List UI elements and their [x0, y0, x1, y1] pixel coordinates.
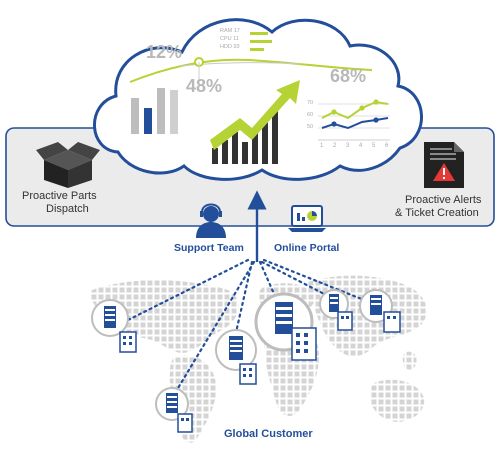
legend-label-hdd: HDD 93 [220, 44, 240, 50]
customer-node-far-east [359, 289, 401, 333]
line-chart-y-tick-60: 60 [307, 112, 314, 118]
cloud-bar-chart [131, 88, 178, 134]
percent-label-68: 68% [330, 66, 367, 86]
laptop-chart-icon [288, 205, 326, 232]
line-chart-y-tick-70: 70 [307, 100, 314, 106]
legend-label-ram: RAM 17 [220, 28, 240, 34]
legend-label-cpu: CPU 11 [220, 36, 239, 42]
line-chart-x-tick-5: 5 [372, 143, 376, 149]
line-chart-x-tick-2: 2 [333, 143, 337, 149]
growth-arrow-icon [210, 80, 300, 150]
line-chart-x-tick-6: 6 [385, 143, 389, 149]
parts-dispatch-label-line2: Dispatch [46, 203, 89, 215]
alerts-label-line2: & Ticket Creation [395, 207, 479, 219]
cloud-line-chart [318, 99, 390, 141]
alerts-label-line1: Proactive Alerts [405, 194, 482, 206]
support-team-label: Support Team [174, 242, 244, 254]
connection-lines [126, 258, 376, 400]
line-chart-x-tick-4: 4 [359, 143, 363, 149]
customer-node-south [155, 387, 193, 433]
global-customer-label: Global Customer [224, 428, 313, 440]
line-chart-x-tick-3: 3 [346, 143, 350, 149]
percent-label-48: 48% [186, 76, 223, 96]
customer-node-central [215, 329, 257, 385]
parts-dispatch-label-line1: Proactive Parts [22, 190, 97, 202]
headset-person-icon [196, 203, 226, 238]
line-chart-x-tick-1: 1 [320, 143, 324, 149]
cloud-shape [93, 18, 423, 181]
alert-document-icon [424, 142, 464, 188]
growth-chart [210, 80, 300, 164]
percent-label-12: 12% [146, 42, 183, 62]
customer-node-east [319, 289, 353, 331]
cloud-legend [250, 32, 272, 51]
online-portal-label: Online Portal [274, 242, 340, 254]
customer-node-west [91, 299, 137, 353]
customer-node-main [254, 292, 317, 361]
line-chart-y-tick-50: 50 [307, 124, 314, 130]
package-box-icon [36, 142, 100, 188]
